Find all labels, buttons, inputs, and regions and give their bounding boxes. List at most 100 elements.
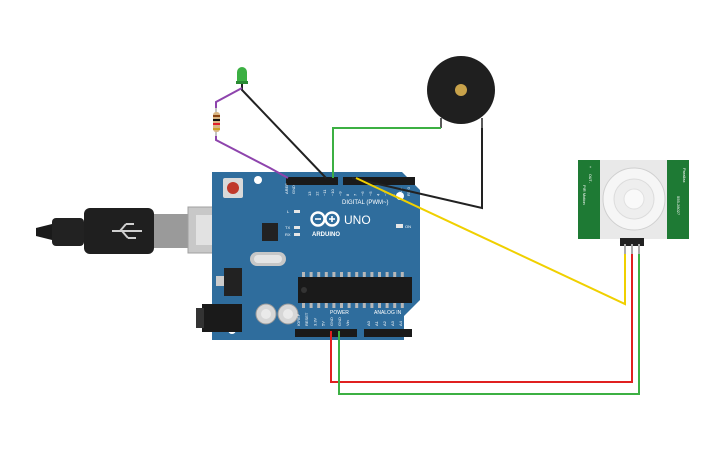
chip-pin	[317, 272, 321, 277]
mount-hole	[254, 176, 262, 184]
chip-pin	[347, 272, 351, 277]
analog-pin-label: A4	[398, 320, 403, 326]
pir-left-text: PIR Motion	[582, 185, 587, 205]
chip-pin	[378, 303, 381, 308]
wire-pir-gnd[interactable]	[338, 254, 640, 395]
chip-pin	[355, 272, 359, 277]
analog-pin-label: A0	[366, 320, 371, 326]
voltage-regulator	[224, 268, 242, 296]
chip-pin	[302, 272, 305, 277]
chip-pin	[332, 303, 336, 308]
wire-resistor-led[interactable]	[215, 87, 243, 108]
digital-pin-label: 13	[307, 191, 312, 196]
pir-pin-label: +	[588, 166, 592, 168]
chip-pin	[324, 272, 328, 277]
green-led[interactable]	[236, 67, 248, 84]
chip-pin	[385, 272, 389, 277]
power-jack-lip	[196, 308, 204, 328]
pir-right-text: Parallax	[682, 168, 687, 182]
pir-pin	[624, 244, 626, 254]
chip-pin	[347, 303, 351, 308]
chip-pin	[324, 303, 328, 308]
pir-sensor[interactable]: PIR Motion Parallax 555-28027 +OUT- +OUT…	[578, 160, 692, 254]
chip-pin	[385, 303, 389, 308]
pir-header	[620, 238, 644, 246]
power-pin-label: RESET	[304, 312, 309, 326]
power-jack[interactable]	[202, 304, 242, 332]
digital-pin-label: ~9	[337, 191, 342, 196]
led-label-rx: RX	[285, 232, 291, 237]
aref-label: AREF	[284, 183, 289, 194]
chip-pin	[332, 272, 336, 277]
analog-header	[364, 329, 412, 337]
capacitor-2	[277, 303, 299, 325]
power-pin-label: IOREF	[296, 313, 301, 326]
power-label: POWER	[330, 310, 349, 316]
wire-pir-power[interactable]	[330, 254, 633, 383]
chip-pin	[393, 303, 397, 308]
power-pin-label: Vin	[345, 320, 350, 326]
wire-buzzer-gnd[interactable]	[351, 128, 483, 210]
digital-pin-label: 8	[345, 193, 350, 196]
arduino-logo-icon	[310, 211, 340, 227]
power-header	[295, 329, 357, 337]
resistor-band	[213, 123, 220, 125]
chip-pin	[362, 303, 366, 308]
digital-pin-label: ~6	[360, 191, 365, 196]
capacitor-1	[255, 303, 277, 325]
pir-pin-label: -	[688, 182, 692, 184]
digital-pin-label: TX 1	[398, 187, 403, 196]
power-pin-label: GND	[329, 317, 334, 326]
pir-right-pins: +OUT-	[688, 164, 692, 184]
digital-pin-label: ~11	[322, 189, 327, 196]
pir-pin-label: -	[588, 182, 592, 184]
wire-led-gnd[interactable]	[241, 84, 327, 179]
digital-label: DIGITAL (PWM~)	[342, 200, 389, 206]
atmega-chip	[298, 277, 412, 303]
power-pin-label: 5V	[321, 321, 326, 326]
pir-pin-label: +	[688, 164, 692, 166]
gnd-label: GND	[291, 185, 296, 194]
buzzer-center	[455, 84, 467, 96]
wire-pir-out[interactable]	[355, 177, 626, 306]
pir-pin	[638, 244, 640, 254]
usb-cable-tail	[36, 224, 52, 240]
digital-pin-label: 7	[353, 193, 358, 196]
status-leds: L TX RX ON	[285, 209, 411, 237]
chip-pin	[400, 272, 404, 277]
led-label-l: L	[287, 209, 290, 214]
wire-buzzer-signal[interactable]	[332, 127, 441, 178]
power-pin-label: GND	[337, 317, 342, 326]
wire-resistor-pin[interactable]	[215, 136, 289, 179]
analog-label: ANALOG IN	[374, 310, 402, 316]
resistor-band	[213, 115, 220, 117]
digital-pin-label: ~10	[330, 188, 335, 196]
chip-pin	[302, 303, 305, 308]
chip-pin	[340, 303, 343, 308]
crystal	[250, 252, 286, 266]
chip-pin	[309, 303, 313, 308]
on-label: ON	[405, 224, 411, 229]
usb-chip	[262, 223, 278, 241]
analog-pin-label: A2	[382, 320, 387, 326]
brand-label: ARDUINO	[312, 232, 340, 238]
pir-dome-center	[623, 188, 645, 210]
piezo-buzzer[interactable]	[427, 56, 495, 128]
usb-plug-metal	[154, 214, 188, 248]
digital-pin-label: 12	[315, 191, 320, 196]
chip-pin	[370, 303, 374, 308]
reset-button[interactable]	[223, 178, 243, 198]
pir-left-pins: +OUT-	[588, 166, 592, 184]
resistor[interactable]	[213, 108, 220, 136]
resistor-band	[213, 119, 220, 121]
regulator-tab	[216, 276, 224, 286]
usb-cable[interactable]	[36, 206, 241, 254]
chip-pin	[378, 272, 381, 277]
led-dome	[237, 67, 247, 77]
led-label-tx: TX	[285, 225, 290, 230]
digital-header-right	[343, 177, 415, 185]
